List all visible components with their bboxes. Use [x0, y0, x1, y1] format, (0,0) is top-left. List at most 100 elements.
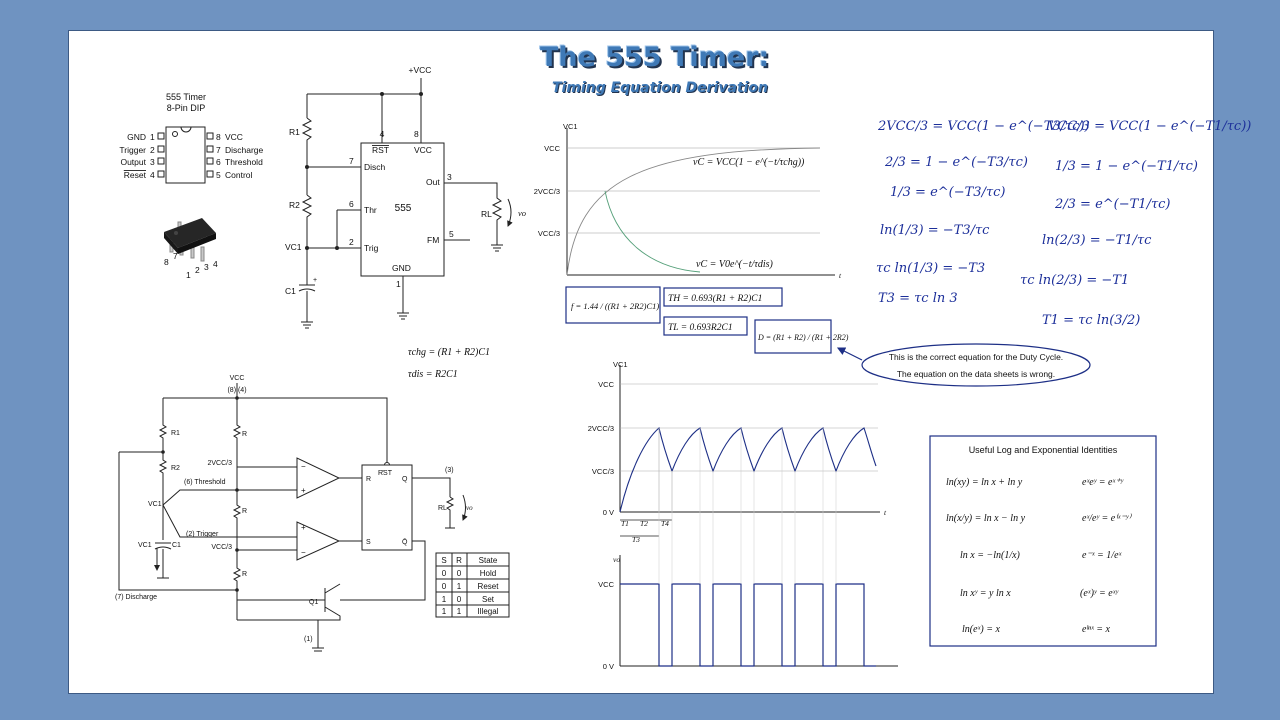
- pin-num-7: 7: [349, 156, 354, 166]
- pin-num-1: 1: [396, 279, 401, 289]
- truth-table: S R State 0 0 Hold 0 1 Reset 1 0 Set 1 1…: [435, 552, 510, 618]
- out-level-zero: 0 V: [603, 662, 614, 671]
- internal-r-mid: R: [242, 508, 247, 515]
- pin-label-vcc: VCC: [414, 145, 432, 155]
- svg-text:+: +: [313, 277, 317, 284]
- tt-cell: Set: [482, 595, 495, 604]
- tt-header-r: R: [456, 556, 462, 565]
- dip-pin-vcc: VCC: [225, 132, 243, 142]
- wf-interval-t2: T2: [640, 519, 648, 528]
- internal-output-pin: (3): [445, 467, 454, 474]
- svg-text:−: −: [301, 462, 306, 471]
- ff-rst: RST: [378, 470, 393, 477]
- tt-cell: 1: [457, 607, 462, 616]
- dip-pin-threshold: Threshold: [225, 157, 263, 167]
- hw-right-6: T1 = τc ln(3/2): [1042, 313, 1140, 328]
- svg-text:+: +: [301, 523, 306, 532]
- tau-charge-eq: τchg = (R1 + R2)C1: [408, 347, 490, 358]
- tt-cell: 0: [457, 595, 462, 604]
- dip-pin-reset: Reset: [124, 170, 147, 180]
- identity-log-2: ln(x/y) = ln x − ln y: [946, 513, 1026, 524]
- ff-s: S: [366, 539, 371, 546]
- out-level-vcc: VCC: [598, 580, 614, 589]
- dip-num-6: 6: [216, 157, 221, 167]
- internal-c1: C1: [172, 542, 181, 549]
- internal-vc1: VC1: [148, 501, 162, 508]
- callout-line-2: The equation on the data sheets is wrong…: [897, 369, 1055, 379]
- dip-num-5: 5: [216, 170, 221, 180]
- tt-cell: 0: [442, 569, 447, 578]
- hw-left-1: 2VCC/3 = VCC(1 − e^(−T3/τc)): [877, 119, 1090, 134]
- dip-num-7: 7: [216, 145, 221, 155]
- wf-level-vcc: VCC: [598, 380, 614, 389]
- internal-schematic: VCC (8) (4) −+ +− R1 R2 R R R 2VCC/3 VCC…: [115, 375, 473, 652]
- dip-pin-control: Control: [225, 170, 253, 180]
- internal-r1: R1: [171, 430, 180, 437]
- discharge-curve: [604, 190, 701, 273]
- wf-interval-t3: T3: [632, 535, 640, 544]
- internal-q1: Q1: [309, 599, 318, 606]
- wf-t: t: [884, 508, 887, 517]
- internal-r-top: R: [242, 431, 247, 438]
- svg-text:−: −: [301, 548, 306, 557]
- pin-label-rst: RST: [372, 145, 389, 155]
- charge-curve: [566, 147, 821, 276]
- dip-pin-trigger: Trigger: [119, 145, 146, 155]
- capacitor-waveform: VC1 VCC 2VCC/3 VCC/3 0 V t T1 T2 T4 T3: [588, 360, 887, 544]
- internal-discharge: (7) Discharge: [115, 594, 157, 601]
- pin-num-2: 2: [349, 237, 354, 247]
- ic-label: 555: [395, 203, 412, 214]
- identities-heading: Useful Log and Exponential Identities: [969, 445, 1118, 455]
- hw-right-4: ln(2/3) = −T1/τc: [1042, 233, 1152, 248]
- identity-exp-2: eˣ/eʸ = e⁽ˣ⁻ʸ⁾: [1082, 513, 1132, 524]
- cg-discharge-eq: vC = V0e^(−t/τdis): [696, 259, 774, 270]
- schematic-r2: R2: [289, 200, 300, 210]
- dip-pin-discharge: Discharge: [225, 145, 264, 155]
- internal-rl: RL: [438, 505, 447, 512]
- chip-num-3: 3: [204, 262, 209, 272]
- handwritten-derivation: 2VCC/3 = VCC(1 − e^(−T3/τc)) 2/3 = 1 − e…: [876, 119, 1251, 328]
- hw-left-6: T3 = τc ln 3: [878, 291, 958, 306]
- tt-cell: Illegal: [478, 607, 499, 616]
- hw-right-5: τc ln(2/3) = −T1: [1020, 273, 1129, 288]
- formula-boxes: f = 1.44 / ((R1 + 2R2)C1) TH = 0.693(R1 …: [565, 286, 849, 354]
- cg-level-two-thirds: 2VCC/3: [534, 187, 560, 196]
- chip-num-2: 2: [195, 265, 200, 275]
- chip-num-7: 7: [173, 251, 178, 261]
- wf-interval-t1: T1: [621, 519, 629, 528]
- dip-heading-2: 8-Pin DIP: [167, 103, 206, 113]
- cg-level-one-third: VCC/3: [538, 229, 560, 238]
- schematic-rl: RL: [481, 209, 492, 219]
- identity-log-5: ln(eˣ) = x: [962, 624, 1000, 635]
- internal-vc1-cap: VC1: [138, 542, 152, 549]
- flip-flop-box: [361, 464, 413, 551]
- schematic-vc1: VC1: [285, 242, 302, 252]
- formula-th: TH = 0.693(R1 + R2)C1: [668, 293, 762, 304]
- dip-num-2: 2: [150, 145, 155, 155]
- slide-title: The 555 Timer:: [540, 42, 770, 73]
- pin-label-disch: Disch: [364, 162, 386, 172]
- identity-exp-1: eˣeʸ = eˣ⁺ʸ: [1082, 477, 1124, 488]
- dip-num-4: 4: [150, 170, 155, 180]
- pin-label-fm: FM: [427, 235, 439, 245]
- identities-box: Useful Log and Exponential Identities ln…: [929, 435, 1157, 647]
- wf-level-one-third: VCC/3: [592, 467, 614, 476]
- schematic-r1: R1: [289, 127, 300, 137]
- hw-left-2: 2/3 = 1 − e^(−T3/τc): [884, 155, 1028, 170]
- charge-discharge-graph: VC1 VCC 2VCC/3 VCC/3 t vC = VCC(1 − e^(−…: [534, 122, 842, 280]
- wf-level-two-thirds: 2VCC/3: [588, 424, 614, 433]
- formula-tl: TL = 0.693R2C1: [668, 323, 733, 333]
- wf-level-zero: 0 V: [603, 508, 614, 517]
- tt-cell: 0: [442, 582, 447, 591]
- hw-left-5: τc ln(1/3) = −T3: [876, 261, 985, 276]
- tau-discharge-eq: τdis = R2C1: [408, 369, 458, 380]
- tt-cell: Hold: [480, 569, 496, 578]
- tt-cell: 0: [457, 569, 462, 578]
- identity-exp-5: eˡⁿˣ = x: [1082, 624, 1111, 635]
- cg-y-label: VC1: [563, 122, 578, 131]
- hw-right-3: 2/3 = e^(−T1/τc): [1054, 197, 1171, 212]
- internal-ground-pin: (1): [304, 636, 313, 643]
- internal-threshold: (6) Threshold: [184, 479, 226, 486]
- dip-pin-gnd: GND: [127, 132, 146, 142]
